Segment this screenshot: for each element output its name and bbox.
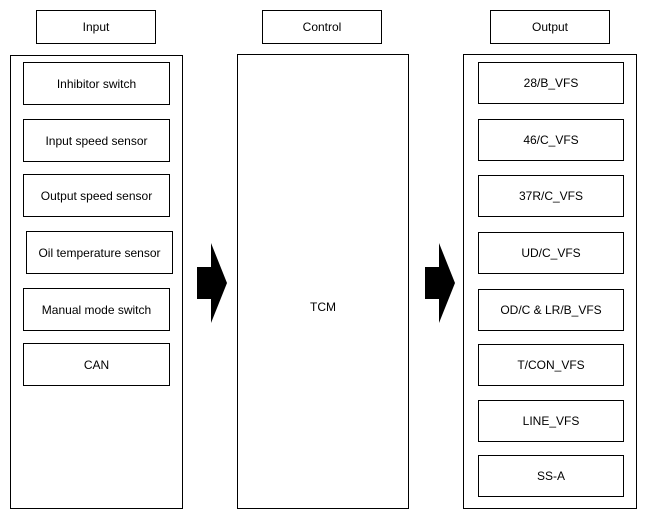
control-panel (237, 54, 409, 509)
output-udc-vfs: UD/C_VFS (478, 232, 624, 274)
output-28b-vfs: 28/B_VFS (478, 62, 624, 104)
control-to-output-arrow-icon (425, 243, 455, 323)
output-tcon-vfs: T/CON_VFS (478, 344, 624, 386)
input-can: CAN (23, 343, 170, 386)
output-panel (463, 54, 637, 509)
input-inhibitor-switch: Inhibitor switch (23, 62, 170, 105)
input-oil-temperature-sensor: Oil temperature sensor (26, 231, 173, 274)
output-37rc-vfs: 37R/C_VFS (478, 175, 624, 217)
output-ss-a: SS-A (478, 455, 624, 497)
input-to-control-arrow-icon (197, 243, 227, 323)
input-input-speed-sensor: Input speed sensor (23, 119, 170, 162)
input-panel (10, 55, 183, 509)
output-odc-lrb-vfs: OD/C & LR/B_VFS (478, 289, 624, 331)
input-output-speed-sensor: Output speed sensor (23, 174, 170, 217)
tcm-label: TCM (310, 300, 336, 314)
input-header: Input (36, 10, 156, 44)
output-header: Output (490, 10, 610, 44)
output-46c-vfs: 46/C_VFS (478, 119, 624, 161)
control-header: Control (262, 10, 382, 44)
output-line-vfs: LINE_VFS (478, 400, 624, 442)
input-manual-mode-switch: Manual mode switch (23, 288, 170, 331)
